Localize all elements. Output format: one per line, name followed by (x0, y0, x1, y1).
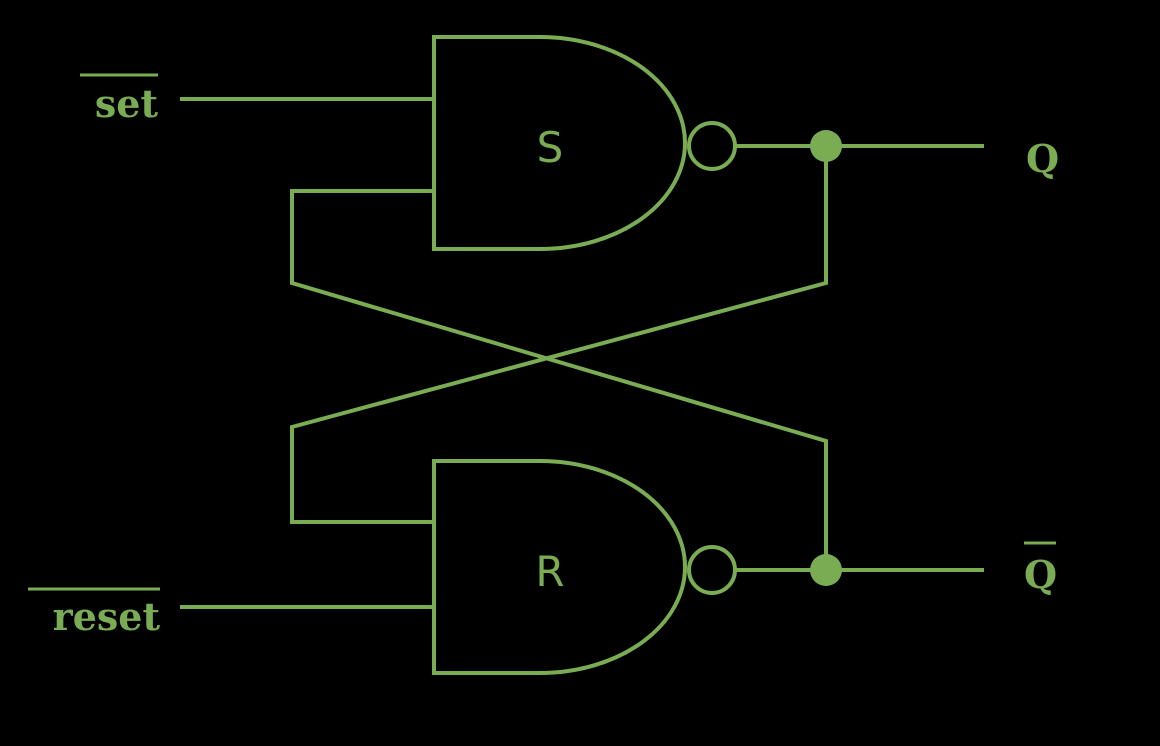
wire-feedback-qbar-to-s (290, 189, 828, 570)
nand-gate-s-bubble (687, 121, 737, 171)
nand-gate-r: R (432, 459, 737, 675)
label-reset-text: reset (53, 594, 161, 639)
label-set-text: set (95, 81, 159, 126)
wire-feedback-q-to-r (290, 146, 828, 524)
label-q: Q (1026, 136, 1059, 181)
label-q-bar-text: Q (1024, 552, 1057, 597)
label-q-bar: Q (1024, 541, 1057, 597)
gate-label-s: S (537, 123, 564, 172)
gate-label-r: R (535, 547, 564, 596)
nand-gate-s-body (432, 35, 687, 251)
junction-dot-q (810, 130, 842, 162)
junction-dot-q-bar (810, 554, 842, 586)
label-reset: reset (28, 587, 161, 639)
nand-gate-s: S (432, 35, 737, 251)
nand-gate-r-bubble (687, 545, 737, 595)
label-set: set (80, 73, 159, 126)
label-q-text: Q (1026, 136, 1059, 181)
nand-gate-r-body (432, 459, 687, 675)
